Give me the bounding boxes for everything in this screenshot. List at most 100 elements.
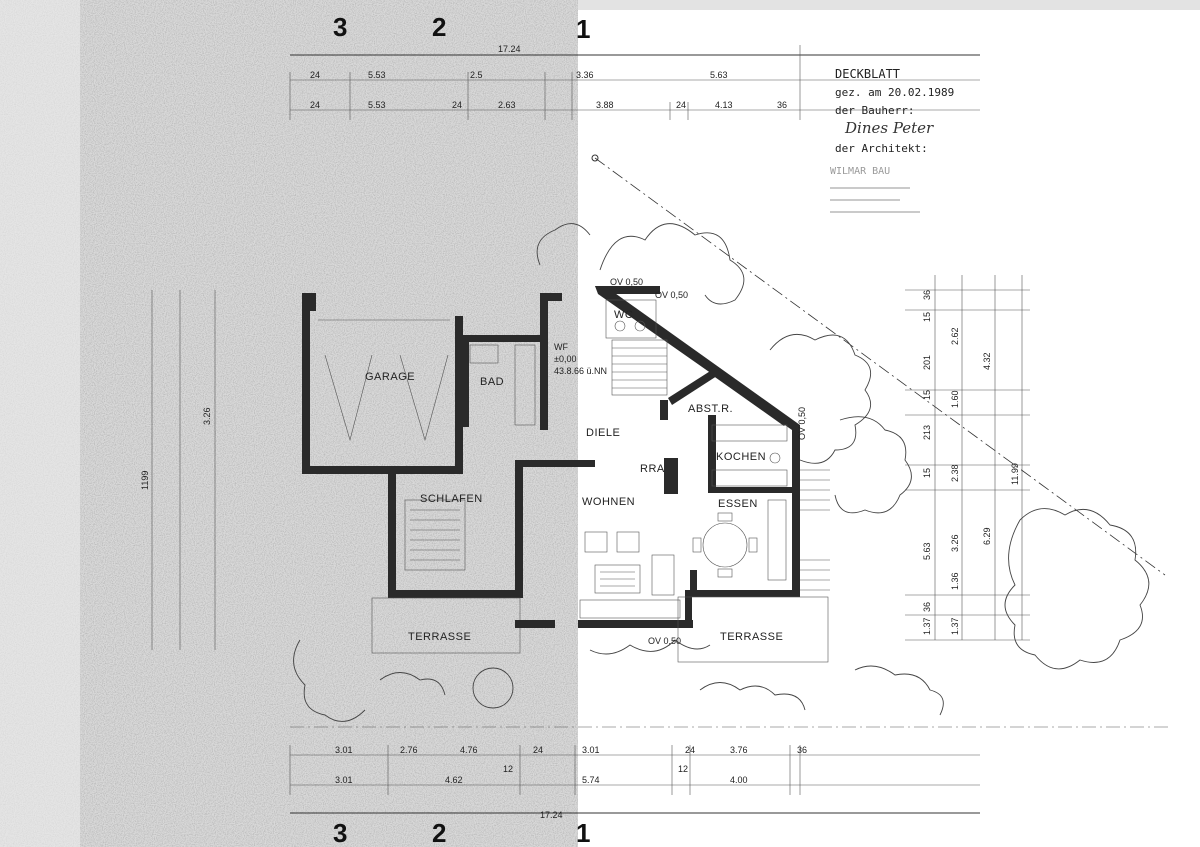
schlafen-room: SCHLAFEN (388, 460, 595, 598)
svg-text:36: 36 (922, 602, 932, 612)
terrasse-right (677, 469, 830, 663)
window-note-4: OV 0,50 (648, 636, 681, 646)
overall-width-bottom: 17.24 (540, 810, 563, 820)
svg-text:2: 2 (432, 818, 446, 847)
room-label-bad: BAD (480, 376, 504, 388)
section-markers-bottom: 3 2 1 (333, 818, 590, 847)
dimension-chain-right: 36 15 201 15 213 15 5.63 36 1.37 2.62 1.… (905, 275, 1030, 641)
title-block: DECKBLATT gez. am 20.02.1989 der Bauherr… (830, 67, 954, 213)
svg-text:24: 24 (310, 100, 320, 110)
title-drawn-line: gez. am 20.02.1989 (835, 86, 954, 99)
svg-text:3.01: 3.01 (335, 745, 353, 755)
title-architect-label: der Architekt: (835, 142, 928, 155)
svg-text:15: 15 (922, 468, 932, 478)
dining-table (692, 499, 787, 581)
svg-text:4.62: 4.62 (445, 775, 463, 785)
bad-room: BAD (462, 335, 548, 430)
level-note: WF ±0,00 43.8.66 ü.NN (554, 342, 607, 376)
wc-room: WC (605, 299, 657, 339)
svg-text:3.26: 3.26 (950, 534, 960, 552)
svg-text:201: 201 (922, 355, 932, 370)
room-label-rra: RRA (640, 463, 665, 475)
svg-text:3: 3 (333, 818, 347, 847)
svg-text:3.26: 3.26 (202, 407, 212, 425)
svg-text:5.53: 5.53 (368, 70, 386, 80)
svg-text:WF: WF (554, 342, 568, 352)
svg-text:2.63: 2.63 (498, 100, 516, 110)
staircase (611, 339, 668, 396)
svg-text:43.8.66 ü.NN: 43.8.66 ü.NN (554, 366, 607, 376)
room-label-garage: GARAGE (365, 371, 415, 383)
scan-noise-overlay (0, 0, 578, 847)
room-label-wohnen: WOHNEN (582, 496, 635, 508)
dimension-chain-top: 24 5.53 2.5 3.36 5.63 24 5.53 24 2.63 3.… (289, 45, 980, 120)
window-note-2: OV 0,50 (655, 290, 688, 300)
svg-text:36: 36 (797, 745, 807, 755)
svg-text:±0,00: ±0,00 (554, 354, 576, 364)
svg-text:1.37: 1.37 (950, 617, 960, 635)
svg-text:24: 24 (533, 745, 543, 755)
svg-text:5.74: 5.74 (582, 775, 600, 785)
svg-text:24: 24 (310, 70, 320, 80)
living-furniture (579, 531, 681, 619)
svg-text:1.36: 1.36 (950, 572, 960, 590)
main-house (515, 286, 800, 628)
svg-text:4.00: 4.00 (730, 775, 748, 785)
scan-noise-margin (0, 0, 80, 847)
kitchen-counter (711, 424, 788, 487)
svg-text:TERRASSE: TERRASSE (408, 631, 471, 643)
overall-depth-right: 11.99 (1010, 463, 1020, 485)
svg-text:4.76: 4.76 (460, 745, 478, 755)
svg-text:4.13: 4.13 (715, 100, 733, 110)
owner-signature: Dines Peter (844, 119, 934, 137)
room-label-abstr: ABST.R. (688, 403, 733, 415)
garage-room: GARAGE (302, 293, 463, 474)
scan-noise-top-strip (578, 0, 1200, 10)
title-heading: DECKBLATT (835, 67, 900, 81)
svg-text:3.88: 3.88 (596, 100, 614, 110)
architect-stamp: WILMAR BAU (830, 166, 890, 177)
svg-text:24: 24 (676, 100, 686, 110)
svg-text:5.63: 5.63 (922, 542, 932, 560)
svg-text:3: 3 (333, 12, 347, 42)
room-label-schlafen: SCHLAFEN (420, 493, 483, 505)
window-note-3: OV 0,50 (797, 407, 807, 440)
room-label-terrasse-right: TERRASSE (720, 631, 783, 643)
svg-text:6.29: 6.29 (982, 527, 992, 545)
dimension-chain-bottom: 3.01 2.76 4.76 24 3.01 24 3.76 36 3.01 4… (289, 745, 980, 795)
svg-text:15: 15 (922, 312, 932, 322)
dimension-chain-left: 1199 3.26 (140, 290, 216, 650)
svg-text:15: 15 (922, 390, 932, 400)
svg-text:1.60: 1.60 (950, 390, 960, 408)
room-label-essen: ESSEN (718, 498, 758, 510)
landscaping (293, 223, 1150, 722)
svg-text:1199: 1199 (140, 471, 150, 490)
section-markers-top: 3 2 1 (333, 12, 590, 44)
room-label-kochen: KOCHEN (716, 451, 766, 463)
svg-text:2.38: 2.38 (950, 464, 960, 482)
title-owner-label: der Bauherr: (835, 104, 914, 117)
property-line (594, 157, 1166, 576)
svg-text:3.01: 3.01 (582, 745, 600, 755)
window-note-1: OV 0,50 (610, 277, 643, 287)
svg-text:1.37: 1.37 (922, 617, 932, 635)
svg-text:2.62: 2.62 (950, 327, 960, 345)
svg-text:3.01: 3.01 (335, 775, 353, 785)
svg-text:5.53: 5.53 (368, 100, 386, 110)
overall-width-top: 17.24 (498, 44, 521, 54)
svg-text:1: 1 (576, 818, 590, 847)
svg-text:WC: WC (614, 309, 633, 321)
svg-text:3.36: 3.36 (576, 70, 594, 80)
svg-text:4.32: 4.32 (982, 352, 992, 370)
svg-text:2.76: 2.76 (400, 745, 418, 755)
room-label-diele: DIELE (586, 427, 620, 439)
svg-text:3.76: 3.76 (730, 745, 748, 755)
svg-text:36: 36 (777, 100, 787, 110)
svg-text:12: 12 (678, 764, 688, 774)
svg-text:12: 12 (503, 764, 513, 774)
svg-text:2: 2 (432, 12, 446, 42)
svg-text:1: 1 (576, 14, 590, 44)
svg-text:36: 36 (922, 290, 932, 300)
svg-text:5.63: 5.63 (710, 70, 728, 80)
